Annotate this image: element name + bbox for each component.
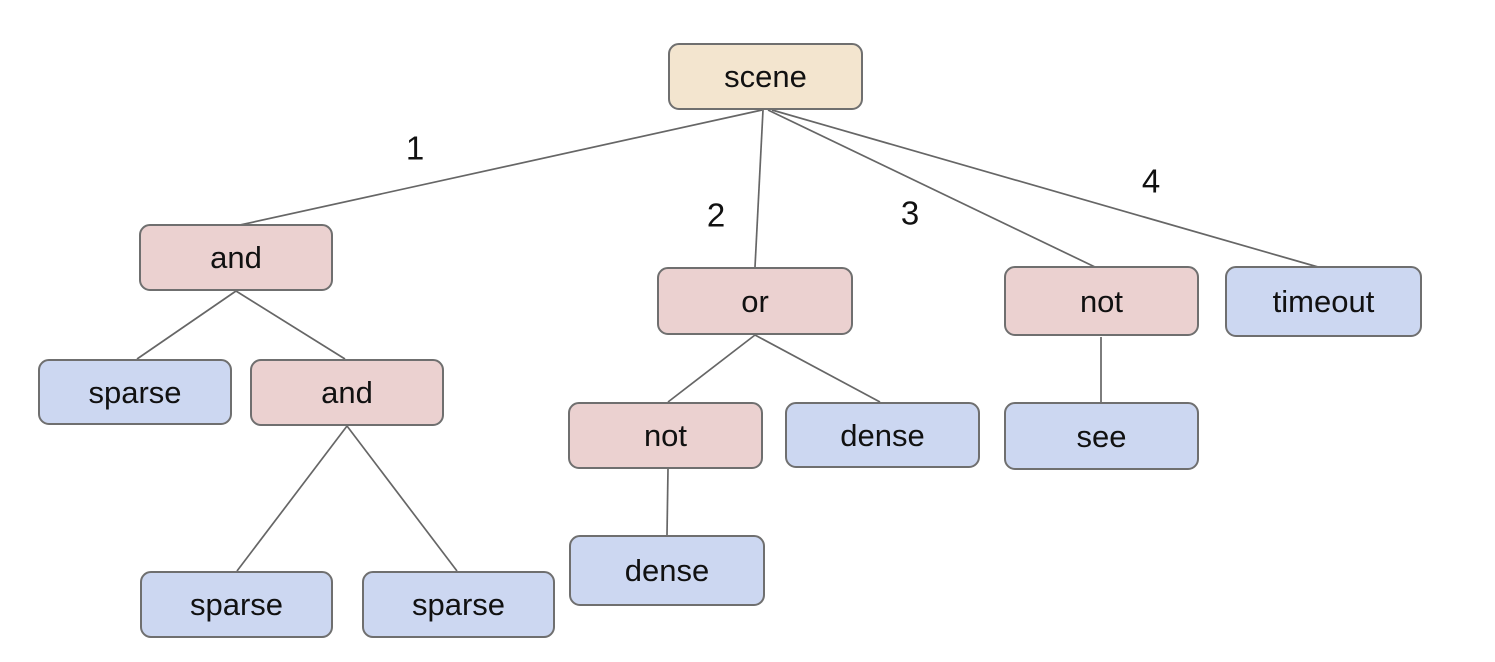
edge-label-1: 1 — [405, 129, 425, 167]
node-or-1: or — [657, 267, 853, 335]
edge-and2-sparse2 — [346, 425, 458, 572]
edge-scene-or — [754, 109, 764, 268]
node-and-2: and — [250, 359, 444, 426]
edge-and-and — [235, 290, 346, 360]
node-dense-1: dense — [785, 402, 980, 468]
edge-scene-and — [239, 109, 763, 226]
edge-label-4: 4 — [1141, 162, 1161, 200]
node-not-2: not — [568, 402, 763, 469]
node-scene: scene — [668, 43, 863, 110]
edge-label-2: 2 — [706, 196, 726, 234]
node-see-1: see — [1004, 402, 1199, 470]
node-sparse-2: sparse — [140, 571, 333, 638]
node-and-1: and — [139, 224, 333, 291]
edge-and-sparse — [136, 290, 237, 360]
node-not-1: not — [1004, 266, 1199, 336]
edge-or-not — [667, 334, 756, 403]
edge-and2-sparse1 — [236, 425, 348, 572]
node-dense-2: dense — [569, 535, 765, 606]
edge-scene-not — [767, 109, 1096, 268]
edge-not2-dense — [666, 468, 669, 536]
node-timeout-1: timeout — [1225, 266, 1422, 337]
edge-or-dense — [754, 334, 881, 403]
node-sparse-1: sparse — [38, 359, 232, 425]
edge-scene-timeout — [771, 109, 1319, 268]
edge-label-3: 3 — [900, 194, 920, 232]
node-sparse-3: sparse — [362, 571, 555, 638]
